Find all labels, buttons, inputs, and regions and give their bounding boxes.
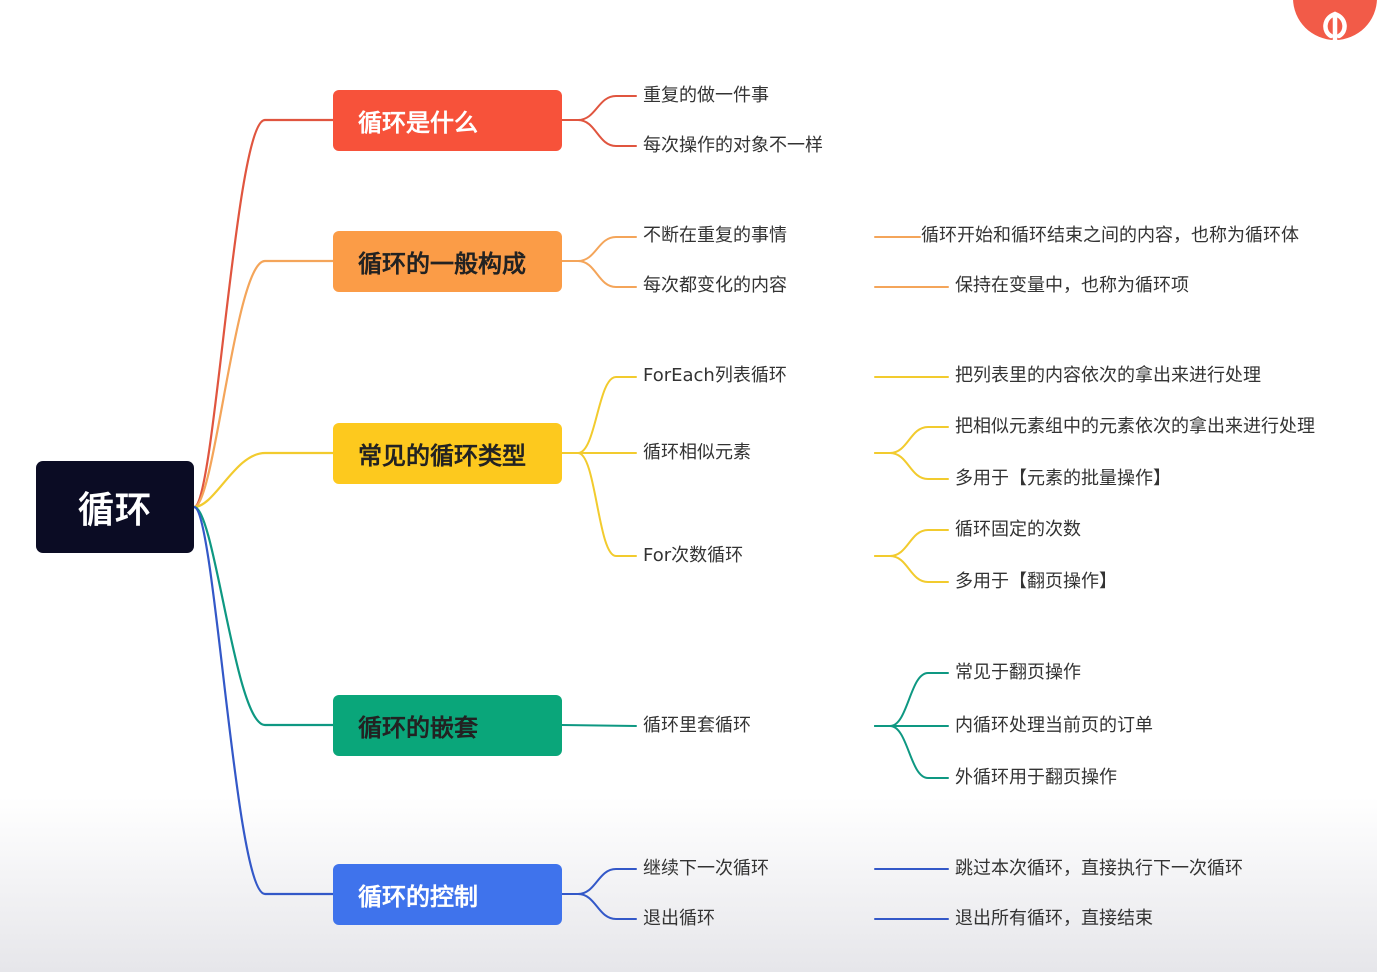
branch-label: 循环的一般构成 bbox=[358, 250, 526, 278]
branch-what-is-loop[interactable]: 循环是什么 bbox=[333, 90, 562, 151]
branch-label: 循环的嵌套 bbox=[358, 714, 478, 742]
child-node[interactable]: 循环里套循环 bbox=[643, 715, 751, 736]
connector-line bbox=[561, 236, 637, 262]
detail-node[interactable]: 循环开始和循环结束之间的内容，也称为循环体 bbox=[921, 225, 1299, 246]
child-node[interactable]: ForEach列表循环 bbox=[643, 365, 787, 386]
connector-line bbox=[561, 893, 637, 920]
connector-line bbox=[874, 452, 949, 480]
connector-line bbox=[874, 555, 949, 583]
branch-label: 循环的控制 bbox=[358, 883, 478, 911]
child-node[interactable]: 退出循环 bbox=[643, 908, 715, 929]
branch-control[interactable]: 循环的控制 bbox=[333, 864, 562, 925]
connector-line bbox=[874, 529, 949, 557]
branch-nesting[interactable]: 循环的嵌套 bbox=[333, 695, 562, 756]
child-node[interactable]: 继续下一次循环 bbox=[643, 858, 769, 879]
root-node[interactable]: 循环 bbox=[36, 461, 194, 553]
connector-line bbox=[192, 505, 335, 896]
connector-line bbox=[874, 725, 949, 779]
branch-loop-types[interactable]: 常见的循环类型 bbox=[333, 423, 562, 484]
detail-node[interactable]: 多用于【元素的批量操作】 bbox=[955, 468, 1171, 489]
detail-node[interactable]: 把列表里的内容依次的拿出来进行处理 bbox=[955, 365, 1261, 386]
child-node[interactable]: 循环相似元素 bbox=[643, 442, 751, 463]
connector-line bbox=[192, 259, 335, 509]
connector-line bbox=[874, 426, 949, 454]
detail-node[interactable]: 循环固定的次数 bbox=[955, 519, 1081, 540]
connector-line bbox=[561, 119, 637, 147]
detail-node[interactable]: 外循环用于翻页操作 bbox=[955, 767, 1117, 788]
child-node[interactable]: 不断在重复的事情 bbox=[643, 225, 787, 246]
detail-node[interactable]: 多用于【翻页操作】 bbox=[955, 571, 1117, 592]
connector-line bbox=[192, 451, 335, 509]
detail-node[interactable]: 保持在变量中，也称为循环项 bbox=[955, 275, 1189, 296]
connector-line bbox=[192, 505, 335, 727]
connector-line bbox=[561, 452, 637, 557]
brand-logo-icon bbox=[1323, 11, 1347, 40]
child-node[interactable]: For次数循环 bbox=[643, 545, 744, 566]
branch-label: 常见的循环类型 bbox=[358, 442, 526, 470]
connector-line bbox=[561, 260, 637, 288]
detail-node[interactable]: 退出所有循环，直接结束 bbox=[955, 908, 1153, 929]
root-label: 循环 bbox=[77, 490, 152, 531]
detail-node[interactable]: 跳过本次循环，直接执行下一次循环 bbox=[955, 858, 1243, 879]
branch-general-structure[interactable]: 循环的一般构成 bbox=[333, 231, 562, 292]
child-node[interactable]: 重复的做一件事 bbox=[643, 85, 769, 106]
detail-node[interactable]: 内循环处理当前页的订单 bbox=[955, 715, 1153, 736]
child-node[interactable]: 每次操作的对象不一样 bbox=[643, 135, 823, 156]
detail-node[interactable]: 常见于翻页操作 bbox=[955, 662, 1081, 683]
connector-line bbox=[561, 95, 637, 121]
branch-label: 循环是什么 bbox=[358, 109, 478, 137]
connector-line bbox=[561, 868, 637, 895]
connector-line bbox=[192, 118, 335, 509]
connector-line bbox=[561, 724, 637, 727]
detail-node[interactable]: 把相似元素组中的元素依次的拿出来进行处理 bbox=[955, 416, 1315, 437]
connector-line bbox=[561, 376, 637, 454]
child-node[interactable]: 每次都变化的内容 bbox=[643, 275, 787, 296]
brand-logo-icon bbox=[1293, 0, 1377, 40]
connector-line bbox=[874, 672, 949, 727]
